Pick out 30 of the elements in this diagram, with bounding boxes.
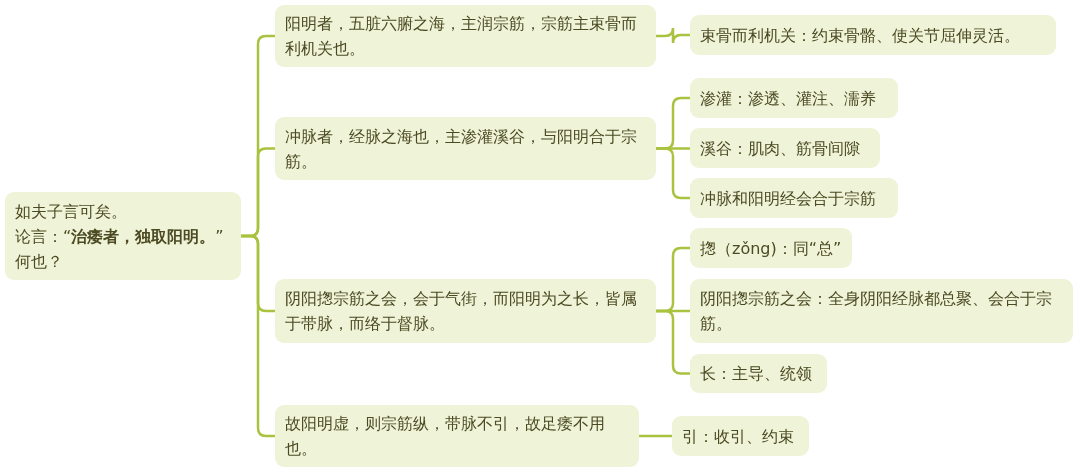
topic-text: 溪谷：肌肉、筋骨间隙	[700, 137, 861, 160]
topic-box	[5, 192, 241, 280]
topic-box	[690, 78, 898, 118]
topic-box	[690, 178, 898, 218]
topic-text: 揔（zǒng)：同“总”	[700, 237, 842, 260]
topic-box	[690, 354, 827, 393]
topic-text: 束骨而利机关：约束骨骼、使关节屈伸灵活。	[700, 24, 1021, 47]
topic-box	[690, 128, 880, 168]
topic-box	[672, 416, 809, 456]
topic-text: 阴阳揔宗筋之会，会于气街，而阳明为之长，皆属于带脉，而络于督脉。	[285, 288, 638, 335]
topic-text: 冲脉和阳明经会合于宗筋	[700, 187, 877, 210]
topic-text: 故阳明虚，则宗筋纵，带脉不引，故足痿不用也。	[285, 413, 606, 460]
topic-text: 冲脉者，经脉之海也，主渗灌溪谷，与阳明合于宗筋。	[285, 125, 638, 173]
topic-box	[275, 5, 656, 67]
topic-box	[275, 405, 639, 467]
topic-text: 阳明者，五脏六腑之海，主润宗筋，宗筋主束骨而利机关也。	[285, 13, 638, 60]
topic-text: 引：收引、约束	[682, 425, 795, 448]
topic-box	[275, 117, 656, 180]
topic-text: 阴阳揔宗筋之会：全身阴阳经脉都总聚、会合于宗筋。	[700, 288, 1053, 335]
topic-text: 论言：“治痿者，独取阳明。”	[15, 225, 225, 248]
topic-text: 何也？	[15, 250, 64, 273]
topic-text: 渗灌：渗透、灌注、濡养	[700, 87, 877, 110]
connector-line	[656, 26, 690, 45]
topic-text: 长：主导、统领	[700, 363, 813, 385]
connector-line	[639, 434, 672, 438]
topic-text: 如夫子言可矣。	[15, 200, 128, 223]
topic-box	[275, 279, 656, 343]
topic-box	[690, 279, 1073, 343]
topic-box	[690, 15, 1056, 55]
topic-box	[690, 228, 852, 268]
